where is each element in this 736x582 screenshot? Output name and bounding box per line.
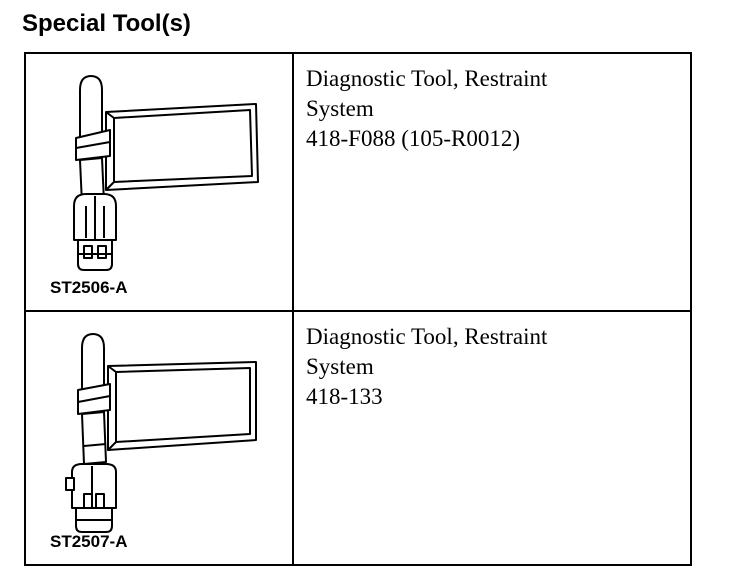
tool-description-cell: Diagnostic Tool, Restraint System 418-13… (294, 312, 690, 564)
tool-description-line: System (306, 354, 374, 379)
table-row: ST2506-A Diagnostic Tool, Restraint Syst… (26, 54, 690, 312)
tool-description-line: Diagnostic Tool, Restraint (306, 66, 548, 91)
table-row: ST2507-A Diagnostic Tool, Restraint Syst… (26, 312, 690, 564)
page-title: Special Tool(s) (22, 10, 191, 37)
tool-description-cell: Diagnostic Tool, Restraint System 418-F0… (294, 54, 690, 310)
diagnostic-tool-illustration (73, 75, 259, 271)
tool-code: ST2507-A (50, 532, 128, 551)
tool-part-number: 418-133 (306, 384, 383, 409)
tool-description-line: Diagnostic Tool, Restraint (306, 324, 548, 349)
tool-code: ST2506-A (50, 278, 128, 297)
tool-image-cell: ST2507-A (26, 312, 294, 564)
tool-image-cell: ST2506-A (26, 54, 294, 310)
tool-description-line: System (306, 96, 374, 121)
tool-part-number: 418-F088 (105-R0012) (306, 126, 521, 151)
diagnostic-tool-illustration (65, 333, 257, 533)
special-tools-table: ST2506-A Diagnostic Tool, Restraint Syst… (24, 52, 692, 566)
